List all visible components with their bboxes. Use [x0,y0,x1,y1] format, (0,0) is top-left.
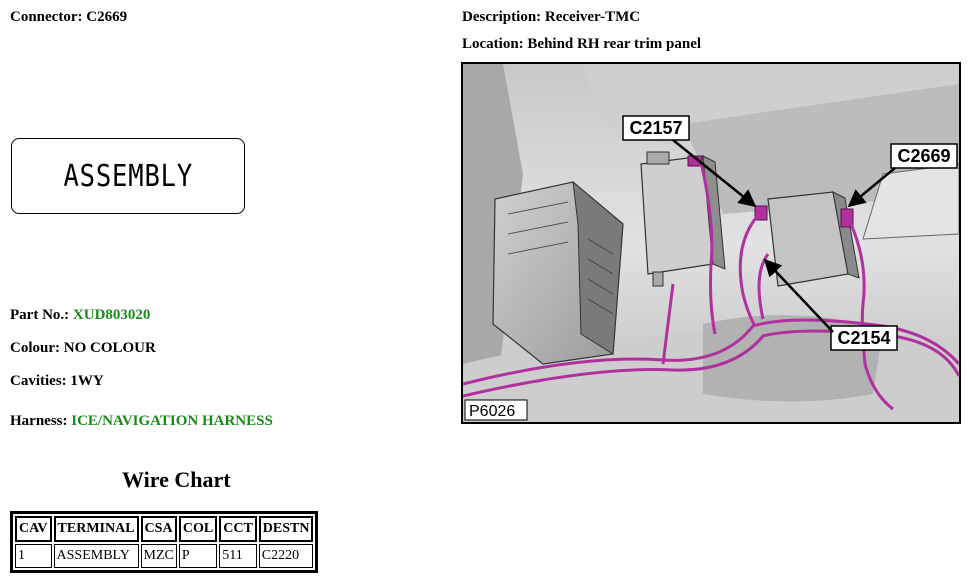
location-diagram-svg: C2157 C2669 C2154 P6026 [463,64,959,422]
location-value: Behind RH rear trim panel [527,36,702,52]
location-diagram: C2157 C2669 C2154 P6026 [461,62,961,424]
left-module [492,180,624,365]
header-destn: DESTN [258,516,314,542]
left-pillar [463,64,523,422]
cell-cct: 511 [219,544,257,568]
figure-id-box: P6026 [464,399,528,421]
location-label: Location: [462,36,524,52]
part-no-label: Part No.: [10,307,70,323]
callout-label-c2157: C2157 [629,118,682,138]
wire-chart-title: Wire Chart [122,467,231,492]
assembly-label: ASSEMBLY [63,158,193,194]
header-cct: CCT [219,516,257,542]
callout-c2157: C2157 [622,115,757,208]
wire-chart-table: CAV TERMINAL CSA COL CCT DESTN 1 ASSEMBL… [10,511,319,573]
callout-c2154: C2154 [763,258,898,351]
colour-value: NO COLOUR [63,340,156,356]
description-label: Description: [462,9,542,25]
wire-chart-header-row: CAV TERMINAL CSA COL CCT DESTN [15,516,314,542]
cavities-value: 1WY [70,373,104,389]
location-line: Location: Behind RH rear trim panel [462,36,701,53]
callout-c2669: C2669 [847,143,958,208]
part-no-line: Part No.: XUD803020 [10,307,150,324]
figure-id: P6026 [469,403,515,420]
part-no-link[interactable]: XUD803020 [72,307,151,323]
callout-label-c2154: C2154 [837,328,890,348]
description-value: Receiver-TMC [544,9,641,25]
cell-destn[interactable]: C2220 [258,544,314,568]
callout-label-c2669: C2669 [897,146,950,166]
colour-line: Colour: NO COLOUR [10,340,156,357]
cell-cav: 1 [15,544,52,568]
harness-link[interactable]: ICE/NAVIGATION HARNESS [71,413,273,429]
header-cav: CAV [15,516,52,542]
connector-value: C2669 [86,9,128,25]
cavities-line: Cavities: 1WY [10,373,104,390]
ice-navigation-harness [463,161,959,411]
cell-col: P [178,544,218,568]
header-col: COL [178,516,218,542]
connector-label: Connector: [10,9,83,25]
cavities-label: Cavities: [10,373,67,389]
module-c2157 [640,151,726,287]
cell-csa: MZC [140,544,177,568]
receiver-tmc-module [754,191,860,287]
header-csa: CSA [140,516,177,542]
harness-line: Harness: ICE/NAVIGATION HARNESS [10,413,273,430]
assembly-box: ASSEMBLY [11,138,245,214]
colour-label: Colour: [10,340,60,356]
header-terminal: TERMINAL [53,516,139,542]
harness-label: Harness: [10,413,68,429]
connector-line: Connector: C2669 [10,9,127,26]
table-row: 1 ASSEMBLY MZC P 511 C2220 [15,544,314,568]
cell-terminal: ASSEMBLY [53,544,139,568]
description-line: Description: Receiver-TMC [462,9,640,26]
